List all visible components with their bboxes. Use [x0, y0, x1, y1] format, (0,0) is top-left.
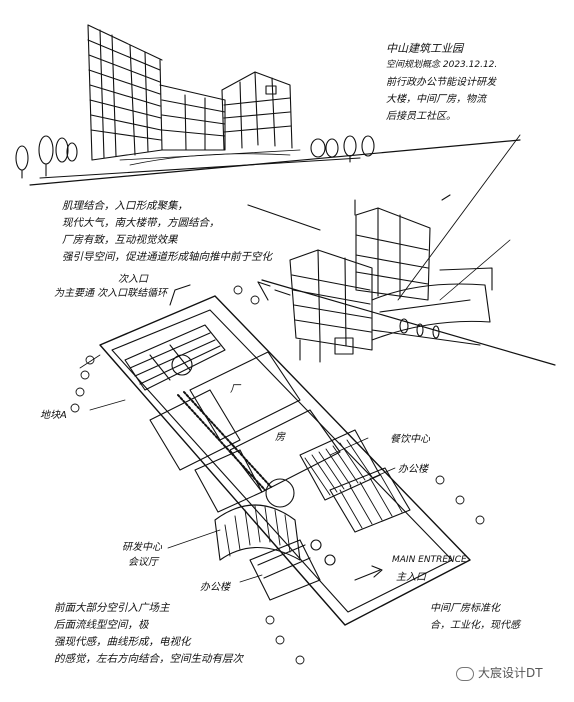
perspective-sketch-right — [247, 134, 556, 366]
note-line: 前面大部分空引入广场主 — [54, 602, 170, 614]
note-bottom-left: 前面大部分空引入广场主 后面流线型空间，极 强现代感，曲线形成，电视化 的感觉，… — [54, 600, 243, 668]
note-line: 强现代感，曲线形成，电视化 — [54, 636, 191, 648]
watermark-text: 大宸设计DT — [478, 666, 543, 680]
note-line: 中山建筑工业园 — [386, 42, 463, 55]
note-line: 现代大气，南大楼带，方圆结合， — [62, 217, 220, 229]
label-meeting: 会议厅 — [128, 557, 158, 568]
site-plan — [70, 281, 485, 665]
note-line: 强引导空间，促进通道形成轴向推中前于空化 — [62, 251, 272, 263]
label-office-2: 办公楼 — [200, 582, 230, 593]
note-line: 后面流线型空间，极 — [54, 619, 149, 631]
label-factory: 厂 — [230, 384, 240, 395]
label-main-entrance-cn: 主入口 — [396, 572, 426, 583]
note-line: 的感觉，左右方向结合，空间生动有层次 — [54, 653, 243, 665]
label-factory-2: 房 — [275, 432, 285, 443]
note-line: 厂房有致，互动视觉效果 — [62, 234, 178, 246]
note-line: 前行政办公节能设计研发 — [386, 77, 496, 88]
label-sub-entrance: 次入口 — [118, 274, 148, 285]
note-line: 中间厂房标准化 — [430, 603, 500, 614]
wechat-icon — [456, 666, 474, 681]
note-top-right: 中山建筑工业园 空间规划概念 2023.12.12. 前行政办公节能设计研发 大… — [386, 40, 497, 125]
label-dining: 餐饮中心 — [390, 434, 430, 445]
note-bottom-right: 中间厂房标准化 合，工业化，现代感 — [430, 600, 520, 634]
note-middle-left: 肌理结合，入口形成聚集， 现代大气，南大楼带，方圆结合， 厂房有致，互动视觉效果… — [62, 198, 272, 266]
perspective-sketch-top — [15, 24, 521, 186]
label-rd-center: 研发中心 — [122, 542, 162, 553]
note-line: 大楼，中间厂房，物流 — [386, 94, 486, 105]
note-line: 肌理结合，入口形成聚集， — [62, 200, 188, 212]
note-line: 合，工业化，现代感 — [430, 620, 520, 631]
label-office: 办公楼 — [398, 464, 428, 475]
note-line: 后接员工社区。 — [386, 111, 456, 122]
label-block-a: 地块A — [40, 410, 67, 421]
label-logistics: 为主要通 次入口联结循环 — [54, 288, 168, 299]
label-main-entrance: MAIN ENTRENCE — [392, 555, 467, 565]
note-line: 空间规划概念 2023.12.12. — [386, 60, 498, 70]
watermark: 大宸设计DT — [456, 664, 543, 681]
